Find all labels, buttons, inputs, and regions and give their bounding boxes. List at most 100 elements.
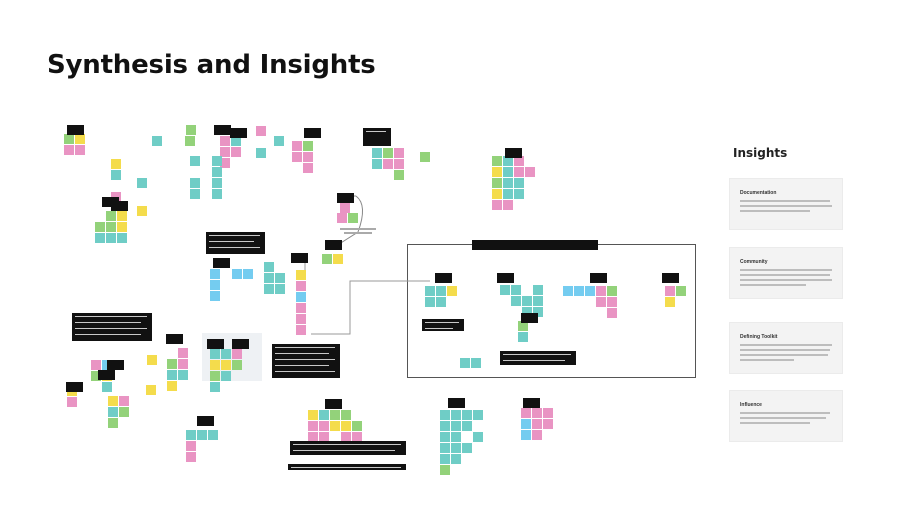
sticky-note[interactable]	[91, 371, 101, 381]
sticky-note[interactable]	[106, 211, 116, 221]
cluster-header[interactable]	[291, 253, 308, 263]
sticky-note[interactable]	[190, 156, 200, 166]
sticky-note[interactable]	[521, 408, 531, 418]
sticky-note[interactable]	[518, 321, 528, 331]
cluster-header[interactable]	[325, 240, 342, 250]
sticky-note[interactable]	[75, 134, 85, 144]
sticky-note[interactable]	[212, 156, 222, 166]
cluster-header[interactable]	[197, 416, 214, 426]
sticky-note[interactable]	[522, 307, 532, 317]
sticky-note[interactable]	[185, 136, 195, 146]
cluster-header[interactable]	[214, 125, 231, 135]
cluster-header[interactable]	[230, 128, 247, 138]
sticky-note[interactable]	[341, 432, 351, 442]
cluster-header[interactable]	[107, 360, 124, 370]
sticky-note[interactable]	[503, 167, 513, 177]
cluster-header[interactable]	[213, 258, 230, 268]
sticky-note[interactable]	[111, 159, 121, 169]
sticky-note[interactable]	[64, 145, 74, 155]
sticky-note[interactable]	[152, 136, 162, 146]
sticky-note[interactable]	[221, 371, 231, 381]
sticky-note[interactable]	[292, 152, 302, 162]
sticky-note[interactable]	[119, 407, 129, 417]
sticky-note[interactable]	[296, 281, 306, 291]
sticky-note[interactable]	[492, 189, 502, 199]
sticky-note[interactable]	[607, 286, 617, 296]
sticky-note[interactable]	[500, 285, 510, 295]
cluster-header[interactable]	[448, 398, 465, 408]
sticky-note[interactable]	[210, 291, 220, 301]
sticky-note[interactable]	[210, 360, 220, 370]
sticky-note[interactable]	[585, 286, 595, 296]
sticky-note[interactable]	[319, 432, 329, 442]
cluster-header[interactable]	[497, 273, 514, 283]
sticky-note[interactable]	[372, 159, 382, 169]
sticky-note[interactable]	[348, 213, 358, 223]
sticky-note[interactable]	[275, 273, 285, 283]
sticky-note[interactable]	[275, 284, 285, 294]
sticky-note[interactable]	[521, 419, 531, 429]
sticky-note[interactable]	[543, 419, 553, 429]
sticky-note[interactable]	[264, 262, 274, 272]
sticky-note[interactable]	[532, 408, 542, 418]
sticky-note[interactable]	[64, 134, 74, 144]
sticky-note[interactable]	[308, 421, 318, 431]
cluster-header[interactable]	[662, 273, 679, 283]
sticky-note[interactable]	[330, 421, 340, 431]
cluster-header[interactable]	[590, 273, 607, 283]
sticky-note[interactable]	[532, 419, 542, 429]
sticky-note[interactable]	[473, 410, 483, 420]
sticky-note[interactable]	[256, 126, 266, 136]
sticky-note[interactable]	[232, 269, 242, 279]
sticky-note[interactable]	[451, 454, 461, 464]
sticky-note[interactable]	[319, 410, 329, 420]
sticky-note[interactable]	[221, 349, 231, 359]
sticky-note[interactable]	[178, 359, 188, 369]
sticky-note[interactable]	[190, 178, 200, 188]
annotation-note[interactable]	[290, 441, 406, 455]
cluster-header[interactable]	[523, 398, 540, 408]
sticky-note[interactable]	[596, 286, 606, 296]
sticky-note[interactable]	[296, 292, 306, 302]
sticky-note[interactable]	[274, 136, 284, 146]
sticky-note[interactable]	[511, 285, 521, 295]
sticky-note[interactable]	[117, 211, 127, 221]
sticky-note[interactable]	[220, 158, 230, 168]
insight-card-community[interactable]: Community	[729, 247, 843, 299]
sticky-note[interactable]	[451, 432, 461, 442]
cluster-header[interactable]	[232, 339, 249, 349]
sticky-note[interactable]	[492, 200, 502, 210]
sticky-note[interactable]	[340, 203, 350, 213]
sticky-note[interactable]	[533, 296, 543, 306]
cluster-header[interactable]	[521, 313, 538, 323]
annotation-note[interactable]	[206, 232, 265, 254]
cluster-header[interactable]	[111, 201, 128, 211]
sticky-note[interactable]	[106, 222, 116, 232]
sticky-note[interactable]	[264, 284, 274, 294]
sticky-note[interactable]	[533, 285, 543, 295]
sticky-note[interactable]	[492, 156, 502, 166]
sticky-note[interactable]	[308, 410, 318, 420]
sticky-note[interactable]	[256, 148, 266, 158]
sticky-note[interactable]	[108, 418, 118, 428]
sticky-note[interactable]	[521, 430, 531, 440]
sticky-note[interactable]	[394, 170, 404, 180]
annotation-note[interactable]	[422, 319, 464, 331]
cluster-header[interactable]	[98, 370, 115, 380]
sticky-note[interactable]	[503, 178, 513, 188]
sticky-note[interactable]	[514, 178, 524, 188]
sticky-note[interactable]	[352, 421, 362, 431]
sticky-note[interactable]	[117, 222, 127, 232]
sticky-note[interactable]	[212, 167, 222, 177]
sticky-note[interactable]	[303, 141, 313, 151]
sticky-note[interactable]	[514, 189, 524, 199]
sticky-note[interactable]	[607, 297, 617, 307]
sticky-note[interactable]	[102, 382, 112, 392]
sticky-note[interactable]	[436, 286, 446, 296]
sticky-note[interactable]	[511, 296, 521, 306]
sticky-note[interactable]	[119, 396, 129, 406]
sticky-note[interactable]	[462, 443, 472, 453]
sticky-note[interactable]	[333, 254, 343, 264]
cluster-header[interactable]	[207, 339, 224, 349]
sticky-note[interactable]	[503, 156, 513, 166]
